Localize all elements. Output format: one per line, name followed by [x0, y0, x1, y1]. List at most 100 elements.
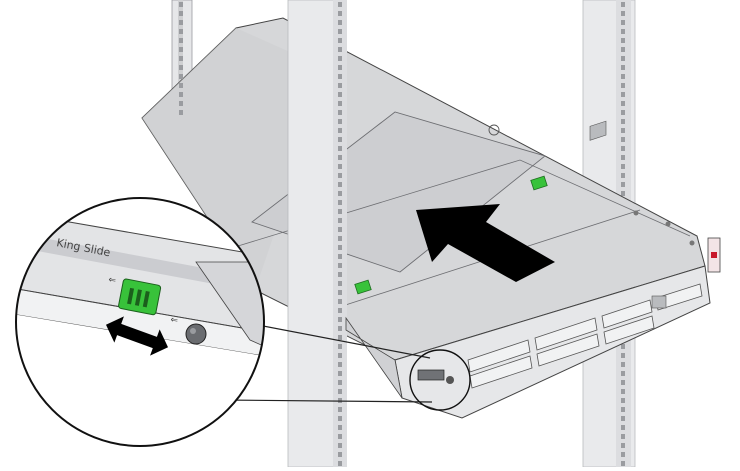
rail-hole [338, 326, 342, 331]
rail-hole [338, 371, 342, 376]
rail-hole [338, 146, 342, 151]
rail-hole [338, 452, 342, 457]
rail-lock-button [185, 323, 207, 345]
rail-hole [338, 200, 342, 205]
rail-hole [338, 56, 342, 61]
rail-hole [621, 65, 625, 70]
rail-hole [179, 65, 183, 70]
rail-hole [179, 20, 183, 25]
rail-hole [621, 443, 625, 448]
rail-hole [338, 83, 342, 88]
rail-hole [338, 92, 342, 97]
rail-hole [621, 344, 625, 349]
rail-release-tab [118, 278, 162, 316]
rail-hole [179, 110, 183, 115]
rail-hole [338, 290, 342, 295]
rail-hole [621, 74, 625, 79]
rail-hole [621, 83, 625, 88]
rail-hole [621, 128, 625, 133]
callout-leader-lower [219, 399, 433, 403]
rail-hole [179, 11, 183, 16]
rail-hole [621, 164, 625, 169]
svg-text:⇐: ⇐ [107, 275, 117, 286]
rail-hole [338, 209, 342, 214]
rail-hole [621, 416, 625, 421]
rail-hole [621, 92, 625, 97]
top-cover-latch-left [354, 279, 372, 295]
rail-hole [338, 74, 342, 79]
rail-hole [179, 83, 183, 88]
rail-hole [338, 434, 342, 439]
rail-hole [621, 20, 625, 25]
rail-hole [621, 173, 625, 178]
rail-hole [338, 362, 342, 367]
rail-hole [338, 65, 342, 70]
rail-hole [338, 38, 342, 43]
rail-hole [621, 2, 625, 7]
callout-leader-upper [231, 319, 431, 359]
rail-hole [621, 434, 625, 439]
rail-hole [621, 119, 625, 124]
rail-hole [338, 191, 342, 196]
rail-hole [338, 101, 342, 106]
rail-hole [338, 389, 342, 394]
rail-hole [338, 416, 342, 421]
rail-hole [621, 38, 625, 43]
rail-hole [621, 146, 625, 151]
rail-hole [621, 155, 625, 160]
rail-hole [621, 56, 625, 61]
rail-hole [621, 182, 625, 187]
rail-hole [621, 407, 625, 412]
svg-text:⇐: ⇐ [169, 315, 179, 326]
rail-hole [621, 371, 625, 376]
rail-hole [338, 227, 342, 232]
rail-hole [621, 398, 625, 403]
rail-hole [338, 245, 342, 250]
rail-hole [338, 443, 342, 448]
rail-hole [338, 119, 342, 124]
rail-hole [338, 335, 342, 340]
double-arrow-icon [105, 316, 169, 356]
rail-hole [338, 20, 342, 25]
rail-hole [621, 425, 625, 430]
drive-bays [467, 283, 703, 389]
rail-hole [621, 47, 625, 52]
rail-hole [179, 2, 183, 7]
rail-hole [621, 389, 625, 394]
rail-hole [621, 101, 625, 106]
rail-hole [338, 308, 342, 313]
rail-hole [621, 110, 625, 115]
rail-hole [338, 272, 342, 277]
rail-hole [621, 461, 625, 466]
rail-hole [338, 137, 342, 142]
rail-hole [338, 2, 342, 7]
front-vent-grilles [589, 120, 667, 309]
rail-hole [338, 47, 342, 52]
top-cover-latch-right [530, 175, 548, 191]
small-slide-lock [417, 369, 454, 384]
rail-hole [621, 191, 625, 196]
rail-hole [621, 452, 625, 457]
rail-hole [338, 299, 342, 304]
front-left-rail-post [287, 0, 347, 468]
rail-hole [338, 317, 342, 322]
rail-hole [338, 110, 342, 115]
rail-hole [179, 101, 183, 106]
rail-hole [179, 47, 183, 52]
rail-hole [338, 218, 342, 223]
rail-hole [338, 398, 342, 403]
rail-hole [621, 29, 625, 34]
rail-hole [621, 362, 625, 367]
rail-hole [338, 182, 342, 187]
rail-hole [338, 281, 342, 286]
rail-hole [621, 137, 625, 142]
rail-hole [338, 173, 342, 178]
rail-hole [338, 407, 342, 412]
rail-hole [338, 353, 342, 358]
rail-hole [338, 461, 342, 466]
rail-hole [621, 11, 625, 16]
rail-hole [338, 29, 342, 34]
push-arrow-icon [416, 204, 555, 282]
rail-hole [338, 236, 342, 241]
